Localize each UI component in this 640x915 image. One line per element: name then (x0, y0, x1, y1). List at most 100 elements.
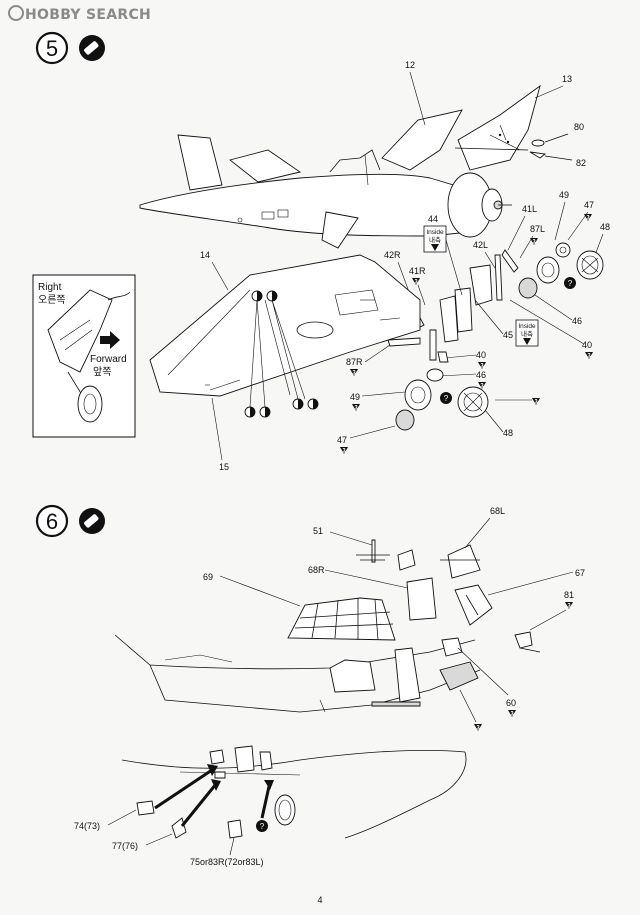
step5-lower-wing (149, 254, 421, 418)
label-part-49-left: 49 (350, 392, 360, 402)
step-circle-icon-2 (35, 504, 69, 538)
svg-text:?: ? (260, 822, 265, 831)
label-part-51: 51 (313, 526, 323, 536)
paint-marker-46b: 3 (478, 382, 486, 390)
label-part-45: 45 (503, 330, 513, 340)
inside-label-en: Inside (426, 229, 444, 236)
paint-marker-step6-fuselage: 3 (474, 724, 482, 732)
label-part-15: 15 (219, 462, 229, 472)
step6-part-60: 60 3 3 (441, 637, 516, 732)
watermark-text: HOBBY SEARCH (25, 7, 152, 23)
paint-code-number: 3 (534, 400, 538, 406)
svg-text:?: ? (444, 394, 449, 403)
arrow-right-icon (100, 331, 120, 349)
paint-code-number: 3 (587, 354, 591, 360)
question-mark-icon-3: ? (256, 820, 268, 832)
hobby-search-watermark: HOBBY SEARCH (8, 5, 151, 23)
inset-right-ko: 오른쪽 (38, 294, 66, 306)
label-part-41L: 41L (522, 204, 537, 214)
paint-marker-47a: 3 (584, 214, 592, 222)
paint-code-number: 3 (476, 726, 480, 732)
paint-code-number: 3 (414, 280, 418, 286)
label-part-42L: 42L (473, 240, 488, 250)
paint-marker-49b: 3 (352, 404, 360, 412)
page-number: 4 (317, 895, 322, 905)
paint-marker-87R: 3 (350, 369, 358, 377)
label-part-87L: 87L (530, 224, 545, 234)
label-part-80: 80 (574, 122, 584, 132)
label-part-77: 77(76) (112, 841, 138, 851)
step5-inside-note-45: 45 Inside 내측 (474, 299, 539, 347)
step6-number: 6 (46, 509, 58, 534)
paint-code-number: 3 (532, 240, 536, 246)
cement-tube-icon-2 (79, 508, 105, 534)
paint-code-number: 3 (586, 216, 590, 222)
step5-number: 5 (46, 36, 58, 61)
label-part-68R: 68R (308, 565, 325, 575)
inside-label-ko-2: 내측 (521, 329, 533, 338)
paint-code-number: 3 (352, 371, 356, 377)
paint-code-number: 3 (354, 406, 358, 412)
paint-code-number: 3 (480, 384, 484, 390)
step6-fuselage-lower: ? (121, 745, 467, 839)
label-part-81: 81 (564, 590, 574, 600)
step6-canopy-69 (287, 597, 396, 641)
question-mark-icon-2: ? (440, 392, 452, 404)
paint-marker-41R: 3 (412, 278, 420, 286)
step5-upper-wing (381, 84, 541, 171)
label-part-47-left: 47 (337, 435, 347, 445)
label-part-47-upper: 47 (584, 200, 594, 210)
paint-code-number: 3 (567, 604, 571, 610)
label-part-60: 60 (506, 698, 516, 708)
label-part-12: 12 (405, 60, 415, 70)
step6-part-81: 81 3 (514, 590, 574, 653)
label-part-49-upper: 49 (559, 190, 569, 200)
label-part-41R: 41R (409, 266, 426, 276)
label-part-87R: 87R (346, 357, 363, 367)
label-part-44: 44 (428, 214, 438, 224)
label-part-75: 75or83R(72or83L) (190, 857, 264, 867)
label-part-67: 67 (575, 568, 585, 578)
step5-parts-80-82 (454, 133, 573, 161)
label-part-82: 82 (576, 158, 586, 168)
step6-header: 6 (35, 504, 105, 538)
label-part-40-right: 40 (582, 340, 592, 350)
label-part-69: 69 (203, 572, 213, 582)
svg-text:?: ? (568, 279, 573, 288)
paint-code-number: 3 (480, 364, 484, 370)
paint-marker-60: 3 (508, 710, 516, 718)
step5-left-landing-gear: 87R 3 40 3 46 3 49 3 47 3 48 3 (337, 344, 540, 455)
paint-marker-81: 3 (565, 602, 573, 610)
step5-inside-note-44: 44 Inside 내측 (423, 214, 463, 296)
label-part-48-left: 48 (503, 428, 513, 438)
label-part-14: 14 (200, 250, 210, 260)
paint-marker-40b: 3 (585, 352, 593, 360)
step5-fuselage (139, 134, 512, 249)
logo-ring-icon (8, 5, 24, 21)
inside-label-en-2: Inside (518, 323, 536, 330)
cement-tube-icon (79, 35, 105, 61)
paint-marker-40a: 3 (478, 362, 486, 370)
label-part-48-upper: 48 (600, 222, 610, 232)
label-part-13: 13 (562, 74, 572, 84)
label-part-40-left: 40 (476, 350, 486, 360)
label-part-74: 74(73) (74, 821, 100, 831)
step5-right-landing-gear: 49 47 3 48 ? 46 40 3 (509, 190, 610, 360)
paint-marker-87L: 3 (530, 238, 538, 246)
paint-marker-48b: 3 (532, 398, 540, 406)
label-part-46-upper: 46 (572, 316, 582, 326)
step6-canopy-parts (356, 539, 493, 626)
paint-marker-47b: 3 (340, 447, 348, 455)
paint-code-number: 3 (342, 449, 346, 455)
step6-fuselage-upper (114, 634, 481, 713)
step5-header: 5 (35, 31, 105, 65)
label-part-68L: 68L (490, 506, 505, 516)
step5-strut-parts: 41L 87L 3 42L (439, 204, 545, 343)
label-part-46-left: 46 (476, 370, 486, 380)
label-part-42R: 42R (384, 250, 401, 260)
inset-right-en: Right (38, 282, 62, 293)
inset-forward-en: Forward (90, 354, 127, 365)
step5-detail-inset: Right 오른쪽 Forward 앞쪽 (32, 274, 136, 438)
step-circle-icon (35, 31, 69, 65)
